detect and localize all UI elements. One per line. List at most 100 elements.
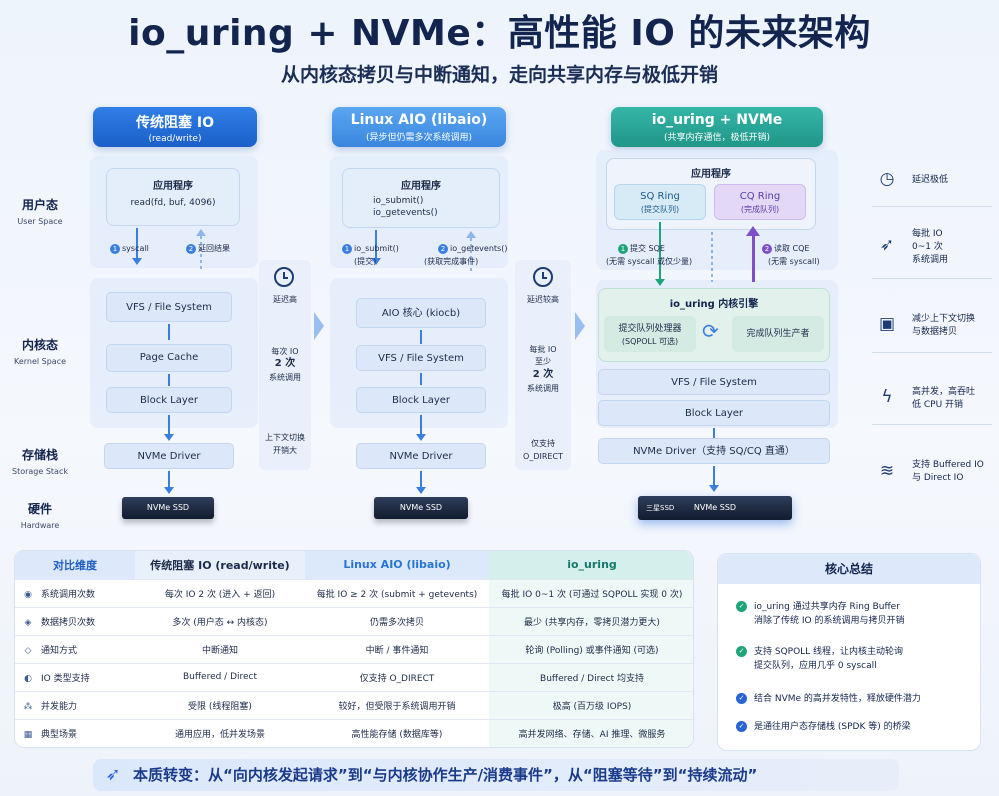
col2-nvme-ssd: NVMe SSD xyxy=(374,497,468,519)
table-cell-io-uring: 最少 (共享内存，零拷贝潜力更大) xyxy=(489,606,693,635)
page-title: io_uring + NVMe：高性能 IO 的未来架构 xyxy=(128,13,871,54)
mid-note-panel-2 xyxy=(515,260,571,470)
summary-item: ✓ 结合 NVMe 的高并发特性，释放硬件潜力 xyxy=(736,692,974,706)
flow-arrow xyxy=(168,415,170,437)
rocket-icon: ➶ xyxy=(879,235,895,255)
rocket-icon: ➶ xyxy=(105,764,121,785)
table-cell-io-uring: 极高 (百万级 IOPS) xyxy=(489,690,693,719)
arrow-head xyxy=(709,485,719,492)
table-cell-blocking: 受限 (线程阻塞) xyxy=(135,690,305,719)
row-label-zh: 硬件 xyxy=(27,502,52,516)
step-label: 延回结果 xyxy=(198,244,230,253)
column-subtitle: (异步但仍需多次系统调用) xyxy=(365,133,473,143)
col2-step2-sub: (获取完成事件) xyxy=(424,257,479,266)
table-header: Linux AIO (libaio) xyxy=(305,551,489,579)
mid2-l1: 每批 IO xyxy=(529,345,557,354)
flow-arrow xyxy=(713,428,715,438)
summary-line: 消除了传统 IO 的系统调用与拷贝开销 xyxy=(754,616,905,626)
table-cell-libaio: 中断 / 事件通知 xyxy=(305,634,489,663)
col3-cqe-arrow xyxy=(752,236,755,282)
step-label: io_submit() xyxy=(354,244,399,253)
feature-text: 支持 Buffered IO 与 Direct IO xyxy=(912,460,984,483)
chevron-right-icon xyxy=(314,312,324,340)
row-label-kernel: 内核态 Kernel Space xyxy=(8,336,72,366)
arrow-head xyxy=(746,226,760,236)
step-label: 提交 SQE xyxy=(630,244,665,253)
mid1-l3: 系统调用 xyxy=(269,373,301,382)
sq-ring-label: SQ Ring xyxy=(640,191,680,202)
table-cell-io-uring: 轮询 (Polling) 或事件通知 (可选) xyxy=(489,634,693,663)
col2-layer-block: Block Layer xyxy=(356,387,486,413)
dimension-label: 典型场景 xyxy=(41,729,78,740)
mid1-l5: 开销大 xyxy=(273,446,297,455)
row-label-zh: 内核态 xyxy=(21,338,58,352)
table-cell-io-uring: 高并发网络、存储、AI 推理、微服务 xyxy=(489,718,693,747)
column-header-io-uring: io_uring + NVMe (共享内存通信，极低开销) xyxy=(611,107,823,147)
col2-nvme-driver: NVMe Driver xyxy=(356,443,486,469)
summary-item: ✓ io_uring 通过共享内存 Ring Buffer 消除了传统 IO 的… xyxy=(736,600,974,628)
clock-icon: ◷ xyxy=(879,169,895,189)
mid1-l2: 2 次 xyxy=(274,358,296,369)
row-label-zh: 用户态 xyxy=(21,198,58,212)
col3-nvme-driver: NVMe Driver（支持 SQ/CQ 直通） xyxy=(598,438,830,464)
table-row: ◈数据拷贝次数多次 (用户态 ↔ 内核态)仍需多次拷贝最少 (共享内存，零拷贝潜… xyxy=(15,606,693,635)
table-cell-dimension: ⁂并发能力 xyxy=(15,690,135,719)
dimension-icon: ◐ xyxy=(24,673,32,684)
step-number-icon: 2 xyxy=(438,244,448,254)
feature-text: 延迟极低 xyxy=(912,175,949,185)
app-code: io_getevents() xyxy=(373,208,438,218)
col3-center-dash xyxy=(711,232,713,282)
arrow-head xyxy=(164,487,174,494)
table-cell-libaio: 仍需多次拷贝 xyxy=(305,606,489,635)
step-number-icon: 2 xyxy=(186,244,196,254)
sq-ring-sub: (提交队列) xyxy=(640,205,680,214)
dimension-icon: ⁂ xyxy=(23,701,33,712)
cq-producer: 完成队列生产者 xyxy=(732,316,824,352)
chevron-right-icon xyxy=(575,312,585,340)
column-title: 传统阻塞 IO xyxy=(136,115,214,131)
col3-layer-vfs: VFS / File System xyxy=(598,369,830,395)
table-cell-dimension: ▦典型场景 xyxy=(15,718,135,747)
col3-step2-sub: (无需 syscall) xyxy=(768,257,820,266)
flow-arrow xyxy=(420,471,422,489)
arrow-head xyxy=(416,487,426,494)
table-cell-dimension: ◇通知方式 xyxy=(15,634,135,663)
sq-processor-sub: (SQPOLL 可选) xyxy=(621,337,679,346)
divider xyxy=(872,206,992,207)
col1-layer-vfs: VFS / File System xyxy=(106,292,232,322)
cq-ring: CQ Ring (完成队列) xyxy=(714,184,806,220)
divider xyxy=(872,424,992,425)
column-header-libaio: Linux AIO (libaio) (异步但仍需多次系统调用) xyxy=(332,107,506,147)
row-label-storage: 存储栈 Storage Stack xyxy=(4,446,76,476)
summary-line: 提交队列，应用几乎 0 syscall xyxy=(754,661,877,671)
clock-icon xyxy=(533,267,553,287)
ssd-label: NVMe SSD xyxy=(693,503,737,512)
check-icon: ✓ xyxy=(736,601,747,612)
col2-getevents-arrow xyxy=(470,238,472,272)
sync-icon: ⟳ xyxy=(702,319,719,343)
col1-nvme-driver: NVMe Driver xyxy=(104,443,234,469)
engine-title: io_uring 内核引擎 xyxy=(669,299,759,310)
step-label: io_getevents() xyxy=(450,244,508,253)
flow-arrow xyxy=(420,373,422,385)
arrow-head xyxy=(196,229,206,236)
step-number-icon: 2 xyxy=(762,244,772,254)
table-cell-dimension: ◉系统调用次数 xyxy=(15,578,135,607)
page-subtitle: 从内核态拷贝与中断通知，走向共享内存与极低开销 xyxy=(280,64,718,86)
dimension-icon: ◇ xyxy=(24,645,32,656)
step-label: syscall xyxy=(122,244,149,253)
row-label-user: 用户态 User Space xyxy=(8,196,72,226)
col2-step1-sub: (提交) xyxy=(354,257,377,266)
sq-ring: SQ Ring (提交队列) xyxy=(614,184,706,220)
cq-ring-label: CQ Ring xyxy=(739,191,781,202)
arrow-head xyxy=(371,258,381,265)
col1-return-arrow xyxy=(200,236,202,272)
app-title: 应用程序 xyxy=(691,169,731,180)
clock-icon xyxy=(274,267,294,287)
